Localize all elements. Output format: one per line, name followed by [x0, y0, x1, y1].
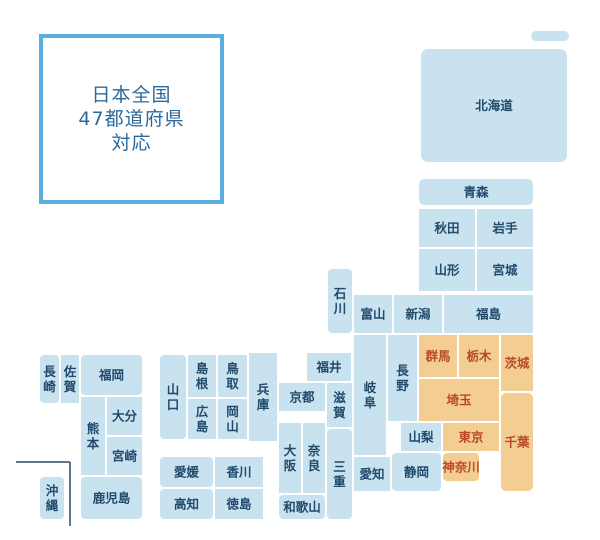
- label-hyogo: 兵庫: [256, 382, 270, 412]
- region-chiba: [499, 391, 535, 493]
- title-box: 日本全国 47都道府県 対応: [39, 34, 224, 204]
- region-fukushima: [442, 293, 535, 335]
- label-niigata: 新潟: [405, 307, 431, 322]
- region-gunma: [417, 333, 459, 379]
- label-aichi: 愛知: [359, 467, 384, 482]
- label-yamaguchi: 山口: [167, 382, 180, 412]
- label-hokkaido: 北海道: [475, 98, 513, 113]
- okinawa-divider: [16, 461, 71, 526]
- label-saitama: 埼玉: [446, 393, 472, 408]
- label-kochi: 高知: [174, 497, 199, 512]
- region-ibaraki: [499, 333, 535, 393]
- label-hiroshima: 広島: [196, 404, 209, 434]
- region-okinawa: [38, 475, 66, 521]
- label-akita: 秋田: [434, 221, 459, 236]
- region-fukui: [305, 351, 353, 383]
- label-miyagi: 宮城: [492, 263, 518, 278]
- region-tokushima: [213, 487, 265, 521]
- region-miyagi: [475, 247, 535, 293]
- region-hokkaido: [419, 47, 569, 164]
- region-miyazaki: [105, 435, 144, 477]
- label-yamanashi: 山梨: [408, 430, 434, 445]
- label-kyoto: 京都: [289, 390, 315, 405]
- label-shizuoka: 静岡: [404, 465, 429, 480]
- region-osaka: [277, 421, 303, 495]
- label-fukushima: 福島: [475, 307, 502, 322]
- label-saga: 佐賀: [63, 364, 77, 394]
- region-wakayama: [277, 493, 327, 521]
- label-kagawa: 香川: [225, 465, 251, 480]
- region-okayama: [216, 397, 249, 441]
- label-miyazaki: 宮崎: [112, 449, 138, 464]
- region-hiroshima: [186, 397, 218, 441]
- label-osaka: 大阪: [284, 443, 297, 473]
- label-fukuoka: 福岡: [98, 368, 124, 383]
- label-oita: 大分: [112, 409, 138, 424]
- label-okayama: 岡山: [226, 404, 239, 434]
- label-iwate: 岩手: [491, 221, 518, 236]
- label-kagoshima: 鹿児島: [93, 491, 131, 506]
- label-tochigi: 栃木: [466, 349, 492, 364]
- label-nara: 奈良: [307, 443, 321, 473]
- label-wakayama: 和歌山: [282, 500, 321, 515]
- label-ehime: 愛媛: [174, 465, 200, 480]
- island-shape: [529, 29, 571, 43]
- label-mie: 三重: [333, 459, 346, 489]
- region-nagano: [386, 333, 419, 423]
- label-shiga: 滋賀: [332, 390, 346, 420]
- title-line-2: 47都道府県: [78, 108, 185, 130]
- title-line-3: 対応: [111, 132, 152, 154]
- prefecture-layer: [38, 29, 571, 521]
- label-toyama: 富山: [360, 307, 385, 322]
- label-shimane: 島根: [196, 361, 209, 391]
- region-shizuoka: [390, 451, 443, 493]
- label-gunma: 群馬: [424, 349, 450, 364]
- label-nagasaki: 長崎: [43, 364, 56, 394]
- label-tokyo: 東京: [458, 430, 484, 445]
- region-shiga: [325, 381, 354, 429]
- label-tokushima: 徳島: [225, 497, 252, 512]
- label-okinawa: 沖縄: [46, 483, 59, 513]
- label-layer: 北海道青森秋田 岩手山形 宮城石川富山 新潟 福島群馬 栃木茨城埼玉山梨 東京 千葉神奈川 福井…: [43, 98, 530, 515]
- region-kagawa: [213, 455, 265, 489]
- region-aomori: [417, 177, 535, 207]
- label-gifu: 岐阜: [364, 380, 377, 410]
- label-kanagawa: 神奈川: [442, 460, 480, 475]
- label-kumamoto: 熊本: [87, 421, 100, 451]
- label-tottori: 鳥取: [226, 361, 239, 391]
- label-chiba: 千葉: [504, 435, 530, 450]
- title-line-1: 日本全国: [91, 84, 172, 106]
- label-nagano: 長野: [396, 363, 409, 393]
- region-niigata: [392, 293, 444, 335]
- label-aomori: 青森: [463, 185, 489, 200]
- region-nara: [301, 421, 327, 495]
- region-iwate: [475, 207, 535, 249]
- label-fukui: 福井: [315, 360, 342, 375]
- label-ishikawa: 石川: [333, 286, 347, 316]
- label-yamagata: 山形: [434, 263, 460, 278]
- label-ibaraki: 茨城: [504, 356, 530, 371]
- region-kagoshima: [79, 475, 144, 521]
